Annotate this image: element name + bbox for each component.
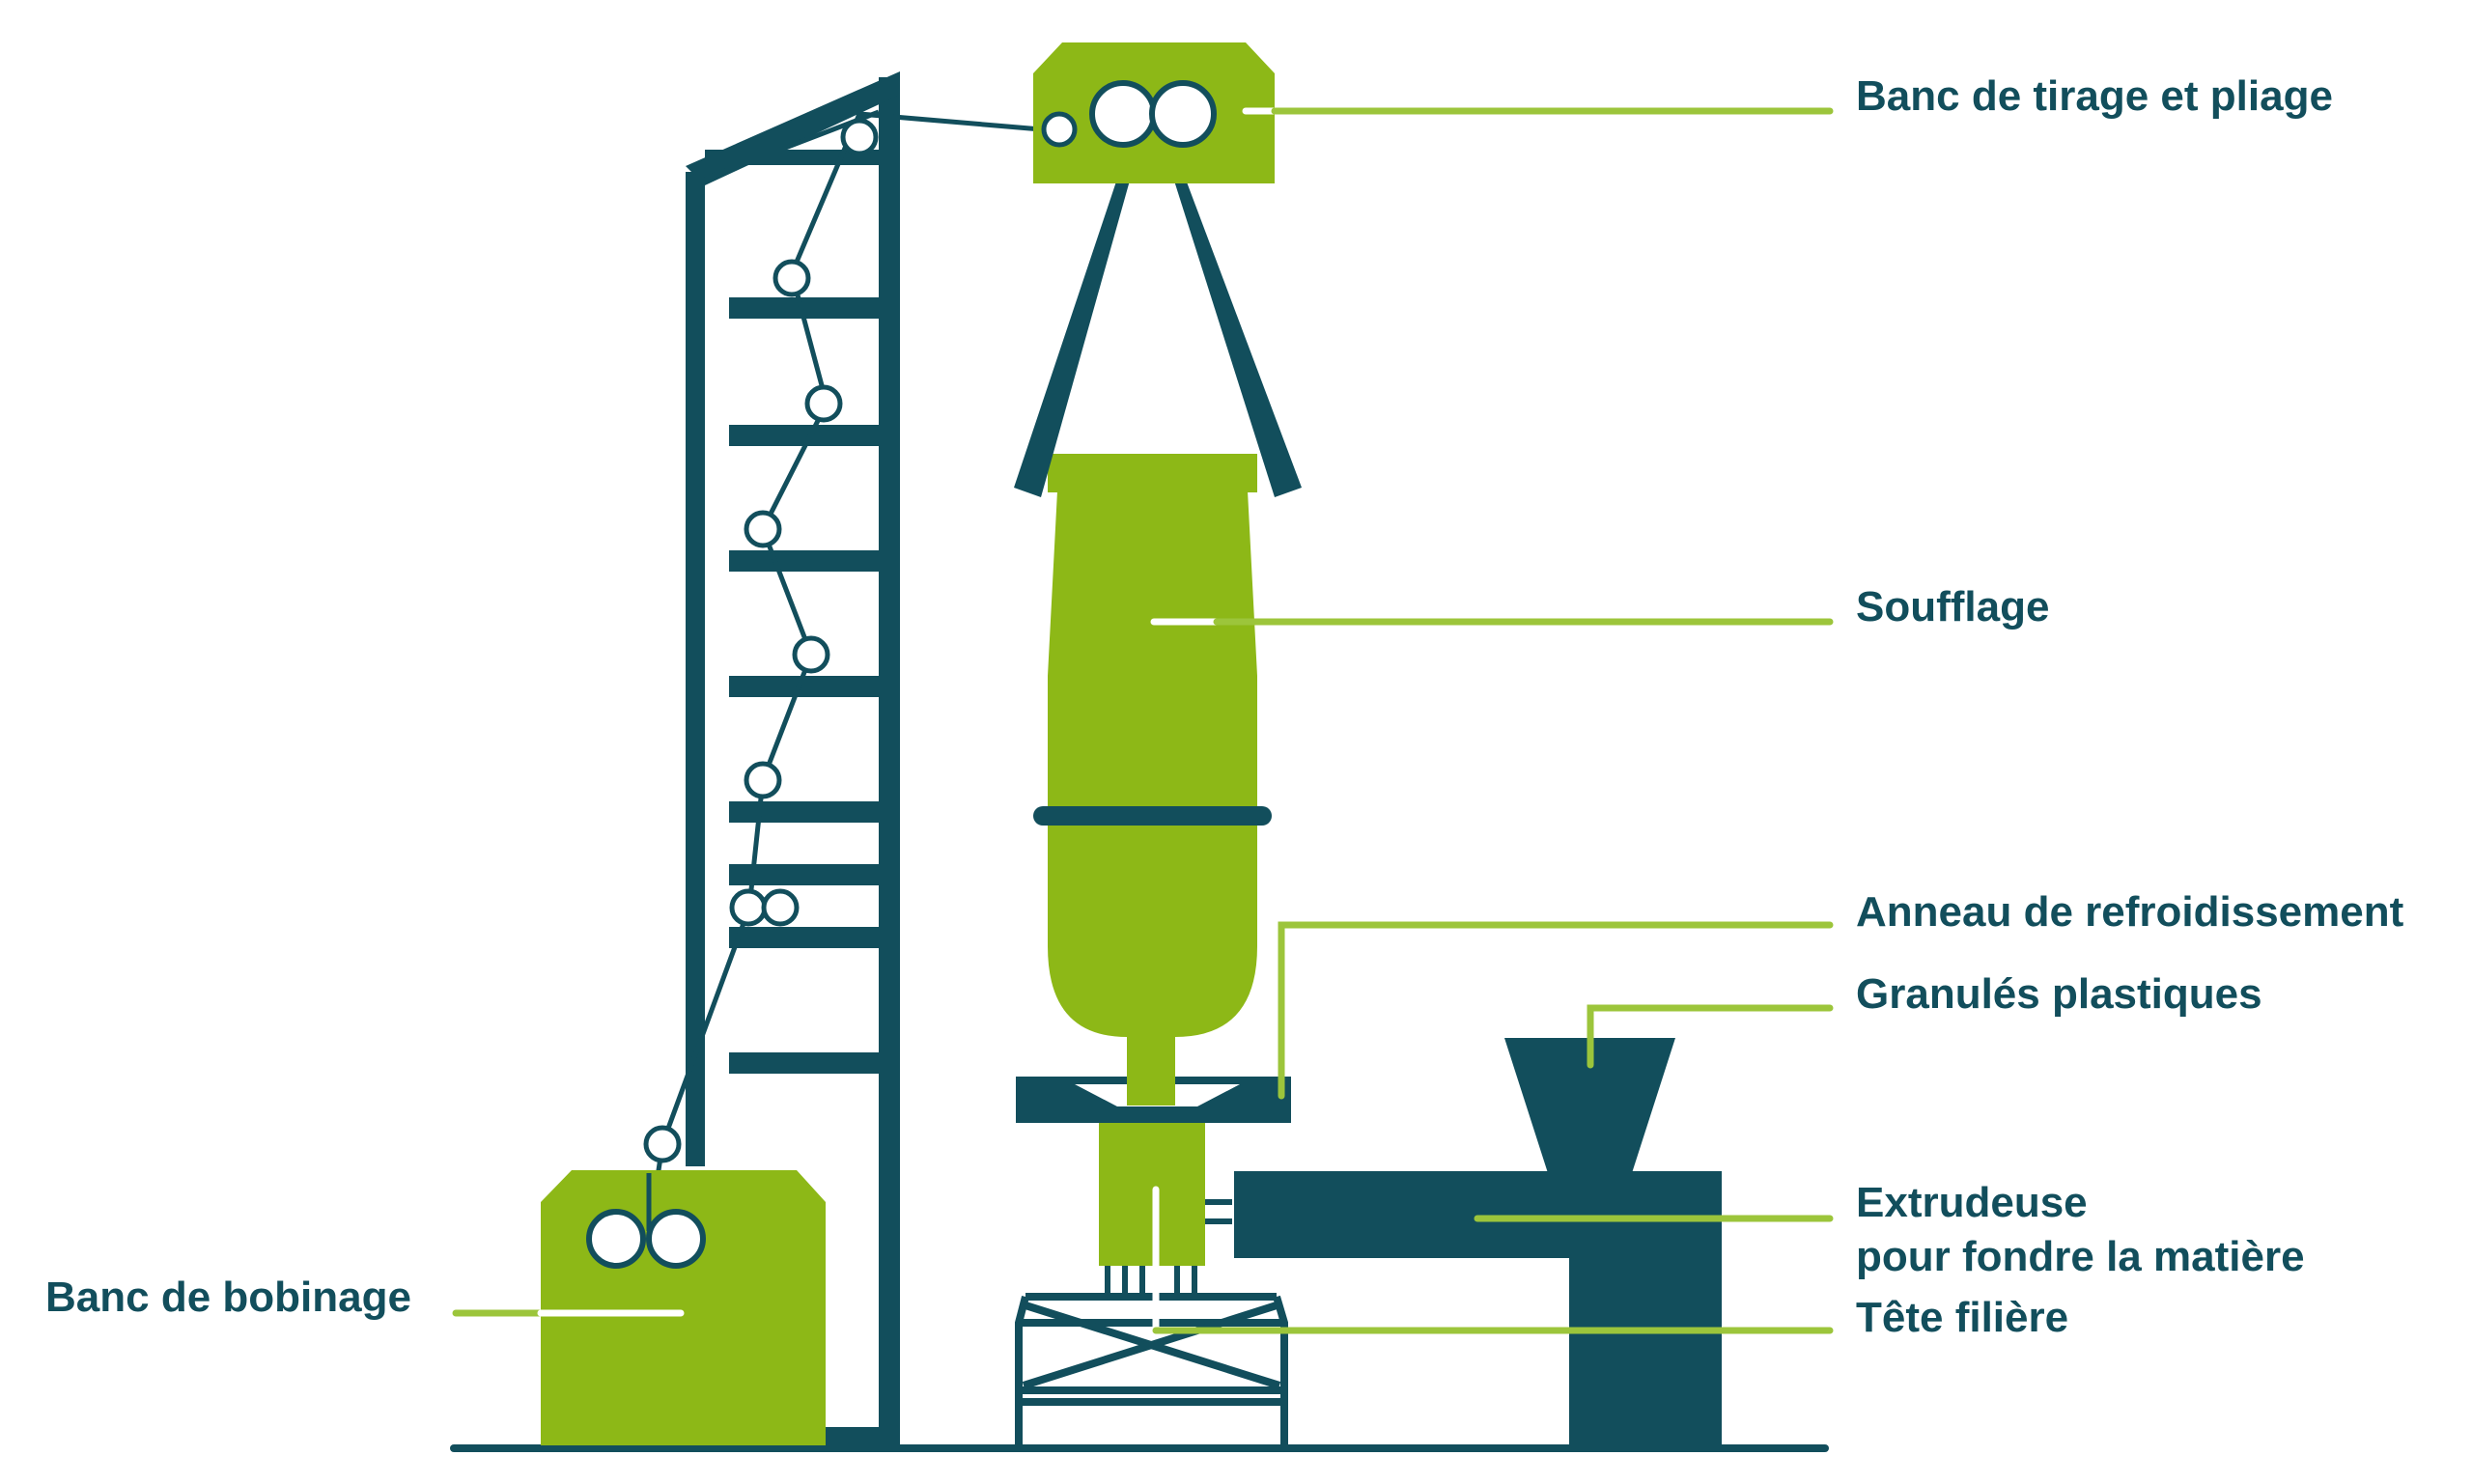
winding-roll-right: [646, 1209, 706, 1269]
winding-roll-left: [586, 1209, 646, 1269]
label-tete-filiere: Tête filière: [1856, 1294, 2069, 1341]
label-extrudeuse-line2: pour fondre la matière: [1856, 1233, 2305, 1280]
film-path: [646, 111, 1053, 1237]
label-anneau-refroidissement: Anneau de refroidissement: [1856, 888, 2404, 936]
label-banc-bobinage: Banc de bobinage: [45, 1274, 411, 1321]
winding-tower: [686, 71, 900, 1448]
label-extrudeuse-line1: Extrudeuse: [1856, 1179, 2088, 1226]
label-granules-plastiques: Granulés plastiques: [1856, 970, 2262, 1018]
hopper: [1504, 1038, 1675, 1173]
film-bubble: [1014, 156, 1302, 1101]
label-extrudeuse: Extrudeuse pour fondre la matière: [1856, 1176, 2305, 1284]
label-banc-tirage: Banc de tirage et pliage: [1856, 72, 2333, 120]
support-stand: [1015, 1293, 1288, 1445]
leader-lines: [452, 107, 1834, 1334]
winding-station: [541, 1170, 826, 1445]
nip-roll-left: [1089, 80, 1157, 148]
pull-fold-station: [1033, 42, 1275, 183]
label-soufflage: Soufflage: [1856, 583, 2050, 630]
nip-roll-right: [1149, 80, 1217, 148]
guide-rollers: [643, 118, 879, 1163]
die-head: [1099, 1123, 1232, 1297]
extruder: [1234, 1038, 1722, 1448]
